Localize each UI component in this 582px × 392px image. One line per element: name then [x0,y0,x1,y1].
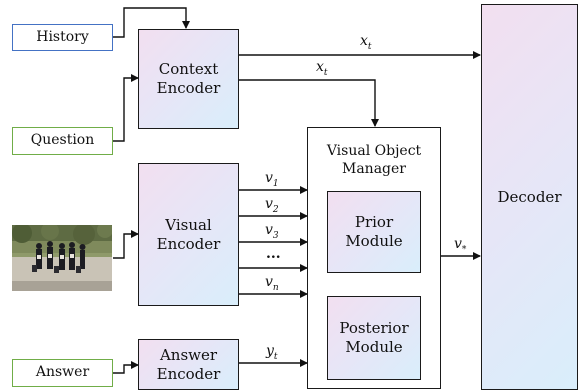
prior-module-box: Prior Module [327,191,421,273]
prior-module-label: Prior Module [345,213,403,250]
decoder-label: Decoder [497,187,562,206]
question-input-box: Question [12,127,113,155]
edge-label-y-t: yt [266,343,278,362]
edge-label-vn: vn [265,274,279,293]
question-label: Question [30,132,95,149]
history-label: History [36,28,89,45]
edge-label-v1: v1 [265,170,279,189]
arrow-history-context [113,7,190,38]
answer-encoder-label: Answer Encoder [156,345,221,383]
posterior-module-box: Posterior Module [327,296,421,380]
edge-label-v3: v3 [265,222,279,241]
answer-input-box: Answer [12,359,113,387]
visual-encoder-box: Visual Encoder [138,163,239,306]
arrow-question-context [113,74,139,142]
arrow-context-manager [239,79,379,127]
answer-encoder-box: Answer Encoder [138,339,239,390]
context-encoder-label: Context Encoder [156,60,221,97]
answer-label: Answer [35,364,90,381]
edge-label-x-t-decoder: xt [360,33,372,52]
history-input-box: History [12,24,113,51]
decoder-box: Decoder [481,4,578,390]
visual-object-manager-title: Visual Object Manager [326,143,422,178]
input-image [12,225,112,291]
edge-label-v2: v2 [265,196,279,215]
arrow-image-visual [113,230,139,259]
edge-label-v-star: v* [454,236,467,255]
posterior-module-label: Posterior Module [339,319,409,356]
visual-encoder-label: Visual Encoder [156,215,221,253]
edge-label-x-t-manager: xt [316,59,328,78]
context-encoder-box: Context Encoder [138,29,239,129]
arrow-answer-encoder [113,361,139,374]
edge-label-ellipsis: ... [266,246,281,262]
